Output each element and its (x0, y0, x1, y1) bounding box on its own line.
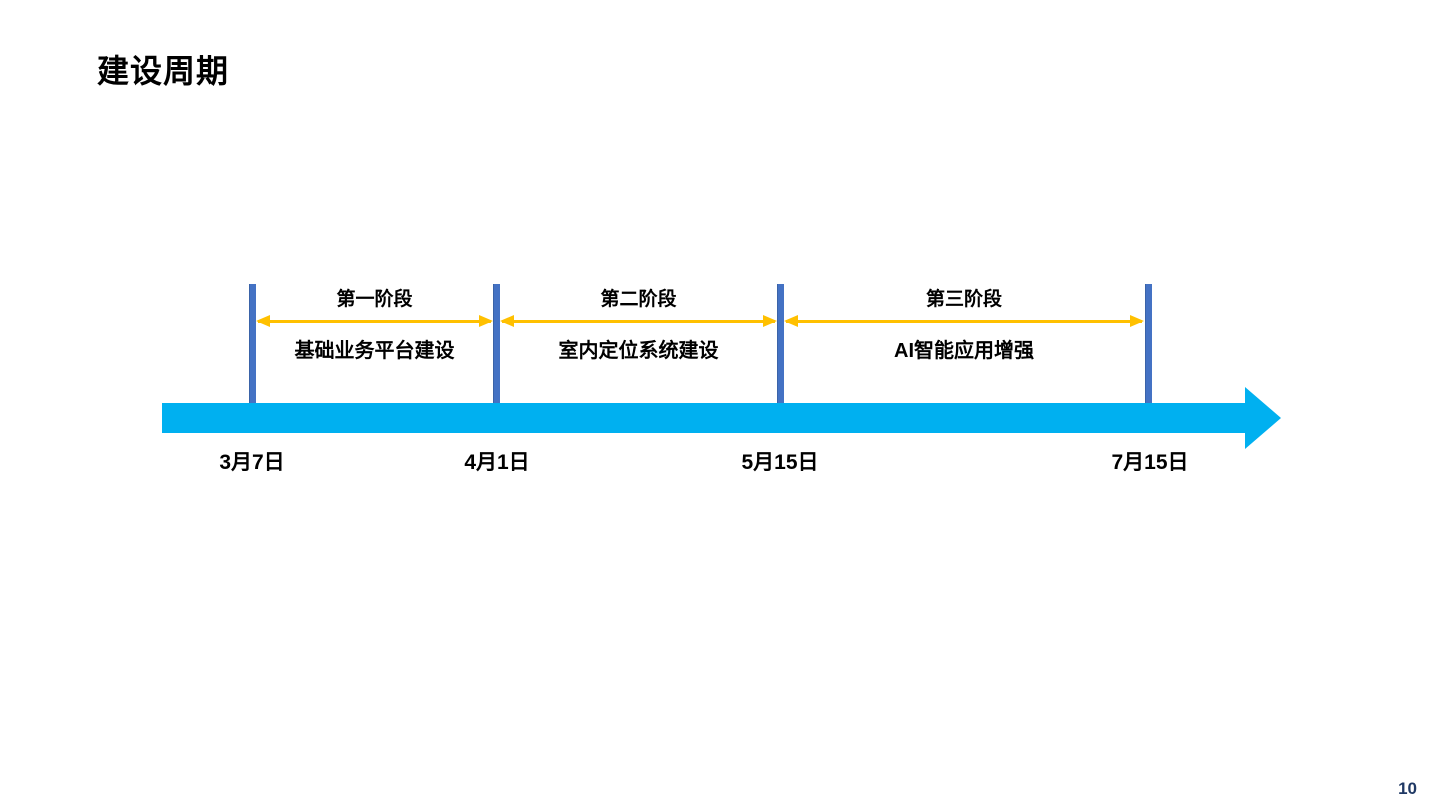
date-label-1: 3月7日 (219, 451, 285, 474)
arrow-right-icon (1130, 315, 1144, 327)
phase-2-range-arrow (500, 314, 777, 328)
page-number: 10 (1398, 779, 1417, 798)
phase-1-name: 第一阶段 (336, 289, 413, 310)
milestone-bar-2 (493, 284, 500, 406)
phase-3-description: AI智能应用增强 (894, 340, 1034, 362)
phase-2: 第二阶段 室内定位系统建设 (500, 288, 777, 363)
phase-1: 第一阶段 基础业务平台建设 (256, 288, 493, 363)
phase-1-description: 基础业务平台建设 (294, 340, 455, 362)
milestone-bar-3 (777, 284, 784, 406)
timeline-arrow (162, 403, 1245, 433)
page-title: 建设周期 (97, 53, 230, 89)
phase-3: 第三阶段 AI智能应用增强 (784, 288, 1144, 363)
milestone-bar-4 (1145, 284, 1152, 406)
date-label-2: 4月1日 (464, 451, 530, 474)
milestone-bar-1 (249, 284, 256, 406)
phase-1-range-arrow (256, 314, 493, 328)
phase-2-name: 第二阶段 (600, 289, 677, 310)
phase-3-name: 第三阶段 (925, 289, 1002, 310)
arrow-right-icon (763, 315, 777, 327)
date-label-4: 7月15日 (1111, 451, 1189, 474)
date-label-3: 5月15日 (741, 451, 819, 474)
arrow-right-icon (479, 315, 493, 327)
phase-2-description: 室内定位系统建设 (558, 340, 719, 362)
timeline-arrow-head-icon (1245, 387, 1281, 449)
phase-3-range-arrow (784, 314, 1144, 328)
